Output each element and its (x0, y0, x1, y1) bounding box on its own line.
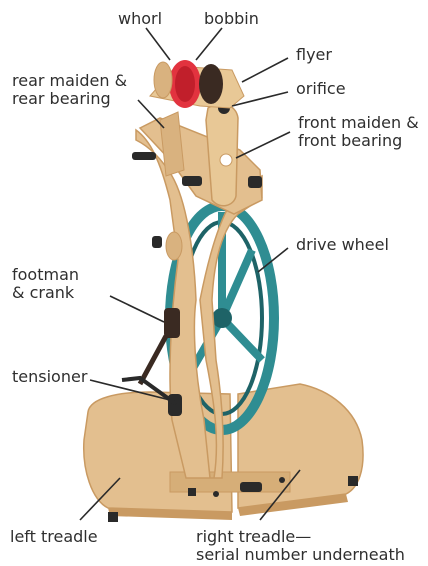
label-right-treadle-line1: right treadle— (196, 528, 405, 546)
leader-front-maiden (236, 132, 290, 158)
label-tensioner: tensioner (12, 368, 87, 386)
leader-flyer (242, 58, 288, 82)
label-footman-line2: & crank (12, 284, 79, 302)
label-front-maiden-line2: front bearing (298, 132, 419, 150)
label-whorl: whorl (118, 10, 162, 28)
label-right-treadle-line2: serial number underneath (196, 546, 405, 564)
leader-footman (110, 296, 164, 322)
label-rear-maiden-line2: rear bearing (12, 90, 127, 108)
leader-bobbin (196, 28, 222, 60)
label-front-maiden: front maiden & front bearing (298, 114, 419, 150)
foot (108, 512, 118, 522)
whorl-shape (154, 62, 172, 98)
leader-whorl (146, 28, 170, 60)
label-rear-maiden: rear maiden & rear bearing (12, 72, 127, 108)
label-rear-maiden-line1: rear maiden & (12, 72, 127, 90)
crank-shape (164, 308, 180, 338)
label-drive-wheel: drive wheel (296, 236, 389, 254)
label-footman: footman & crank (12, 266, 79, 302)
label-flyer: flyer (296, 46, 332, 64)
footman-shape (140, 336, 166, 384)
label-front-maiden-line1: front maiden & (298, 114, 419, 132)
label-footman-line1: footman (12, 266, 79, 284)
label-orifice: orifice (296, 80, 346, 98)
label-left-treadle: left treadle (10, 528, 98, 546)
front-maiden-shape (206, 104, 238, 206)
label-right-treadle: right treadle— serial number underneath (196, 528, 405, 564)
label-bobbin: bobbin (204, 10, 259, 28)
